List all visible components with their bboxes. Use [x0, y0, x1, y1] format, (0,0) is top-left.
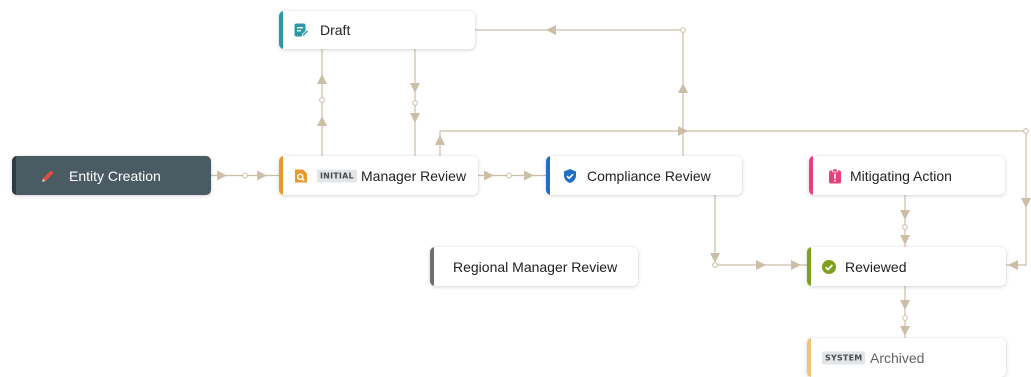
arrowhead [317, 116, 327, 126]
node-label: Mitigating Action [850, 167, 952, 184]
junction-dot [1023, 128, 1029, 134]
arrowhead [1008, 260, 1018, 270]
initial-tag: INITIAL [317, 169, 357, 182]
connector-compliance-to-reviewed [714, 195, 807, 266]
arrowhead [791, 260, 801, 270]
arrowhead [900, 326, 910, 336]
node-regional-manager-review[interactable]: Regional Manager Review [430, 247, 638, 286]
junction-dot [412, 100, 418, 106]
arrowhead [317, 74, 327, 84]
junction-dot [506, 172, 512, 179]
arrowhead [435, 135, 445, 145]
node-accent-bar [12, 156, 16, 195]
connector-compliance-to-draft [475, 29, 684, 156]
node-reviewed[interactable]: Reviewed [807, 247, 1006, 286]
node-accent-bar [279, 11, 283, 49]
arrowhead [756, 260, 766, 270]
arrowhead [1021, 198, 1031, 208]
arrowhead [546, 25, 556, 35]
connector-manager-to-right-loop [439, 130, 1027, 266]
node-label: Regional Manager Review [453, 258, 618, 275]
node-compliance-review[interactable]: Compliance Review [546, 156, 742, 195]
junction-dot [680, 27, 686, 33]
node-archived[interactable]: SYSTEM Archived [807, 338, 1006, 377]
arrowhead [217, 170, 227, 181]
junction-dot [902, 224, 908, 230]
arrowhead [710, 253, 720, 263]
check-circle-icon [821, 259, 837, 275]
node-mitigating-action[interactable]: Mitigating Action [809, 156, 1005, 195]
arrowhead [678, 126, 688, 136]
arrowhead [410, 83, 420, 93]
shield-check-icon [562, 168, 578, 184]
node-accent-bar [430, 247, 434, 286]
junction-dot [242, 172, 248, 179]
junction-dot [902, 315, 908, 321]
node-accent-bar [546, 156, 550, 195]
pencil-icon [40, 168, 56, 184]
arrowhead [900, 210, 910, 220]
node-accent-bar [809, 156, 813, 195]
arrowhead [410, 113, 420, 123]
exclamation-clipboard-icon [827, 168, 843, 184]
arrowhead [484, 170, 494, 181]
node-entity-creation[interactable]: Entity Creation [12, 156, 211, 195]
edit-document-icon [293, 22, 309, 38]
node-label: Compliance Review [587, 167, 711, 184]
node-draft[interactable]: Draft [279, 11, 475, 49]
system-tag: SYSTEM [822, 351, 866, 364]
arrowhead [257, 170, 267, 181]
node-accent-bar [279, 156, 283, 195]
node-label: Entity Creation [69, 167, 161, 184]
junction-dot [319, 97, 325, 103]
arrowhead [524, 170, 534, 181]
node-accent-bar [807, 338, 811, 377]
node-manager-review[interactable]: INITIAL Manager Review [279, 156, 478, 195]
node-label: Manager Review [361, 167, 467, 184]
arrowhead [678, 83, 688, 93]
node-label: Reviewed [845, 258, 907, 275]
junction-dot [712, 262, 718, 268]
search-document-icon [293, 168, 309, 184]
node-label: Draft [320, 22, 351, 38]
node-accent-bar [807, 247, 811, 286]
node-label: Archived [870, 349, 925, 366]
arrowhead [900, 300, 910, 310]
arrowhead [900, 235, 910, 245]
